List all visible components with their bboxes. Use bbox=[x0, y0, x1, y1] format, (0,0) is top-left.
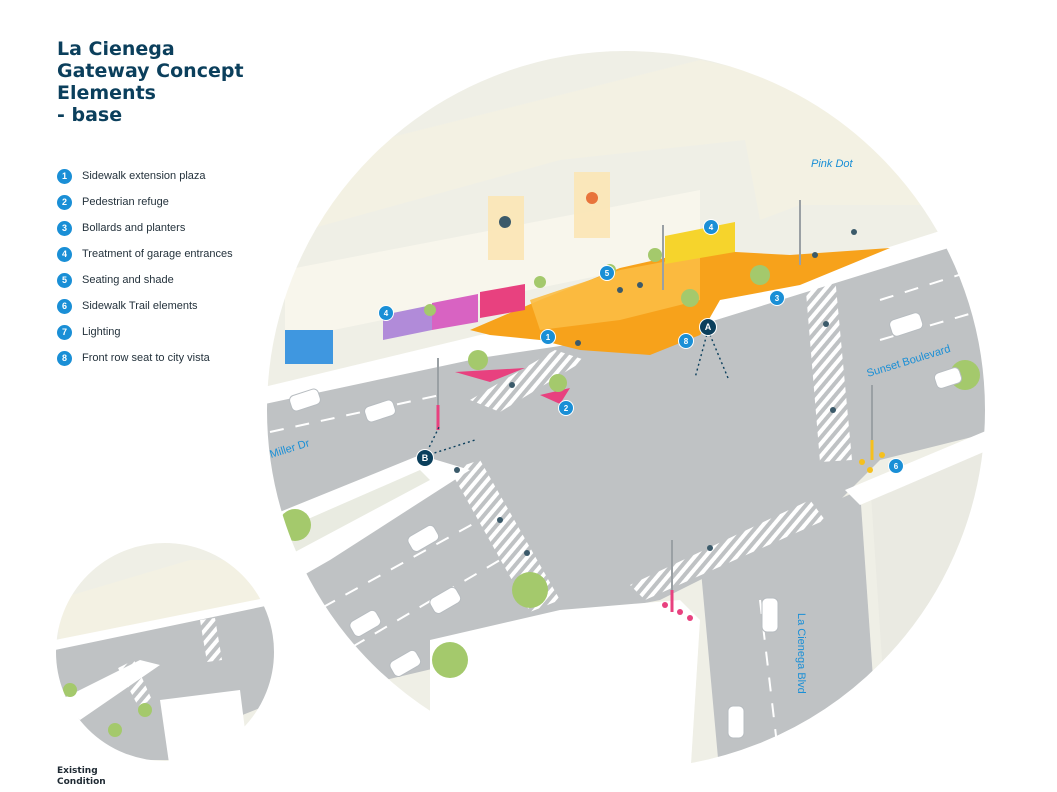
marker-8: 8 bbox=[678, 333, 694, 349]
title-line: Elements bbox=[57, 82, 156, 104]
title-line: La Cienega bbox=[57, 38, 175, 60]
legend-number: 2 bbox=[57, 194, 72, 210]
legend-number: 7 bbox=[57, 324, 72, 340]
legend-number: 8 bbox=[57, 350, 72, 366]
legend-label: Lighting bbox=[82, 326, 121, 338]
blue-sign bbox=[285, 330, 333, 364]
crosswalk bbox=[805, 276, 852, 462]
viewpoint-b: B bbox=[416, 449, 434, 467]
crosswalk bbox=[470, 350, 585, 412]
legend-item: 6 Sidewalk Trail elements bbox=[57, 293, 233, 319]
legend-item: 4 Treatment of garage entrances bbox=[57, 241, 233, 267]
title-line: - base bbox=[57, 104, 123, 126]
caption-line: Existing bbox=[57, 766, 98, 776]
crosswalk bbox=[630, 500, 825, 600]
legend-item: 7 Lighting bbox=[57, 319, 233, 345]
marker-number: 4 bbox=[384, 309, 389, 318]
garage-treatment bbox=[432, 294, 478, 330]
viewpoint-label: B bbox=[422, 453, 429, 463]
legend-label: Sidewalk Trail elements bbox=[82, 300, 198, 312]
legend-label: Treatment of garage entrances bbox=[82, 248, 233, 260]
existing-condition-caption: Existing Condition bbox=[57, 766, 106, 788]
marker-number: 1 bbox=[546, 333, 551, 342]
marker-4: 4 bbox=[703, 219, 719, 235]
pedestrian-refuge bbox=[540, 388, 570, 404]
viewpoint-a: A bbox=[699, 318, 717, 336]
marker-2: 2 bbox=[558, 400, 574, 416]
legend-number: 6 bbox=[57, 298, 72, 314]
legend-number: 4 bbox=[57, 246, 72, 262]
marker-3: 3 bbox=[769, 290, 785, 306]
legend-item: 5 Seating and shade bbox=[57, 267, 233, 293]
pedestrian-refuge bbox=[455, 368, 525, 382]
garage-treatment bbox=[665, 222, 735, 264]
billboard bbox=[488, 196, 524, 260]
legend-item: 3 Bollards and planters bbox=[57, 215, 233, 241]
marker-4: 4 bbox=[378, 305, 394, 321]
marker-5: 5 bbox=[599, 265, 615, 281]
legend-item: 8 Front row seat to city vista bbox=[57, 345, 233, 371]
legend-label: Pedestrian refuge bbox=[82, 196, 169, 208]
legend: 1 Sidewalk extension plaza 2 Pedestrian re… bbox=[57, 163, 233, 371]
page-title: La Cienega Gateway Concept Elements - ba… bbox=[57, 38, 287, 126]
marker-6: 6 bbox=[888, 458, 904, 474]
marker-number: 4 bbox=[709, 223, 714, 232]
street-label-la-cienega: La Cienega Blvd bbox=[795, 613, 807, 694]
legend-label: Sidewalk extension plaza bbox=[82, 170, 206, 182]
legend-number: 3 bbox=[57, 220, 72, 236]
marker-number: 5 bbox=[605, 269, 610, 278]
viewpoint-label: A bbox=[705, 322, 712, 332]
garage-treatment bbox=[383, 305, 432, 340]
legend-number: 1 bbox=[57, 168, 72, 184]
legend-label: Front row seat to city vista bbox=[82, 352, 210, 364]
street-label-pink-dot: Pink Dot bbox=[811, 158, 854, 170]
marker-number: 3 bbox=[775, 294, 780, 303]
marker-1: 1 bbox=[540, 329, 556, 345]
legend-item: 1 Sidewalk extension plaza bbox=[57, 163, 233, 189]
legend-number: 5 bbox=[57, 272, 72, 288]
billboard bbox=[574, 172, 610, 238]
marker-number: 6 bbox=[894, 462, 899, 471]
legend-label: Bollards and planters bbox=[82, 222, 186, 234]
garage-treatment bbox=[480, 284, 525, 318]
title-line: Gateway Concept bbox=[57, 60, 244, 82]
legend-item: 2 Pedestrian refuge bbox=[57, 189, 233, 215]
existing-condition-map bbox=[55, 542, 275, 762]
legend-label: Seating and shade bbox=[82, 274, 174, 286]
marker-number: 2 bbox=[564, 404, 569, 413]
caption-line: Condition bbox=[57, 777, 106, 787]
marker-number: 8 bbox=[684, 337, 689, 346]
